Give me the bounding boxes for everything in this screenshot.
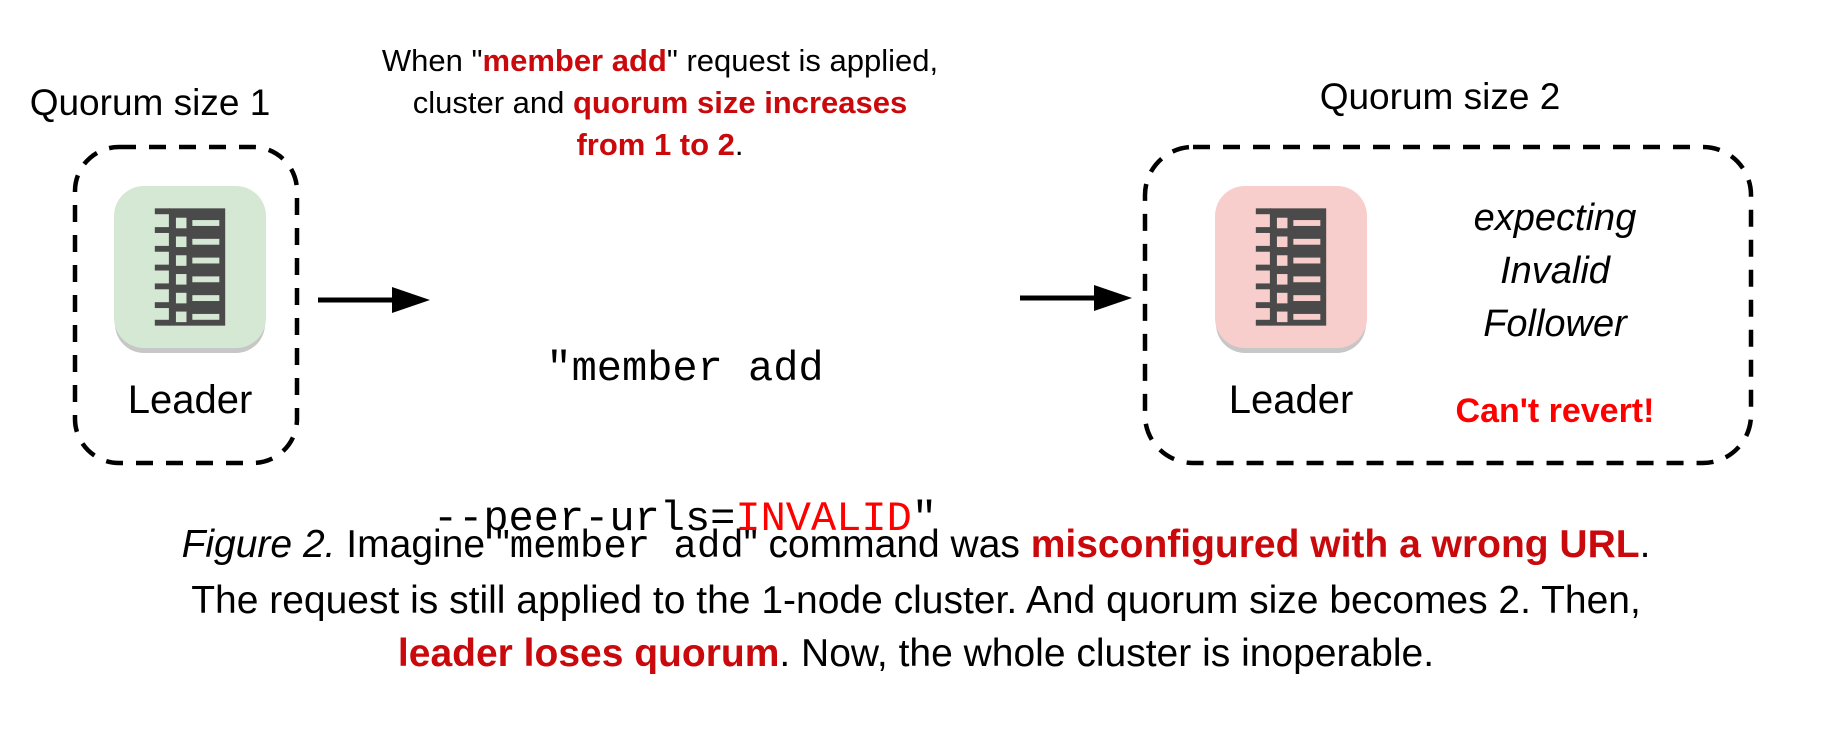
cluster-box-before [72, 144, 300, 466]
member-add-explanation: When "member add" request is applied, cl… [360, 40, 960, 166]
note-line-2: Invalid [1500, 250, 1610, 292]
leader-label-left: Leader [127, 378, 253, 422]
member-add-command: "member add --peer-urls=INVALID" [390, 244, 980, 644]
command-line-2: --peer-urls=INVALID" [432, 495, 938, 543]
leader-label-right: Leader [1228, 378, 1354, 422]
note-line-3: Follower [1483, 303, 1627, 345]
member-list-icon [1255, 208, 1327, 326]
figure-caption: Figure 2. Imagine "member add" command w… [0, 518, 1832, 680]
caption-line-1: Figure 2. Imagine "member add" command w… [181, 523, 1651, 569]
explanation-line-3: from 1 to 2. [576, 127, 744, 162]
member-list-icon [154, 208, 226, 326]
arrow-right-icon [1020, 285, 1132, 311]
explanation-line-2: cluster and quorum size increases [412, 85, 908, 120]
quorum-size-1-label: Quorum size 1 [29, 82, 271, 123]
note-line-1: expecting [1473, 197, 1637, 239]
cant-revert-warning: Can't revert! [1455, 392, 1655, 430]
expecting-invalid-follower-note: expecting Invalid Follower [1380, 192, 1730, 351]
caption-line-3: leader loses quorum. Now, the whole clus… [397, 632, 1435, 675]
caption-line-2: The request is still applied to the 1-no… [191, 579, 1641, 622]
leader-node-icon-green [114, 186, 266, 348]
command-line-1: "member add [546, 345, 824, 393]
arrow-right-icon [318, 287, 430, 313]
leader-node-icon-pink [1215, 186, 1367, 348]
explanation-line-1: When "member add" request is applied, [381, 43, 939, 78]
cluster-box-after [1142, 144, 1754, 466]
quorum-size-2-label: Quorum size 2 [1319, 76, 1561, 117]
